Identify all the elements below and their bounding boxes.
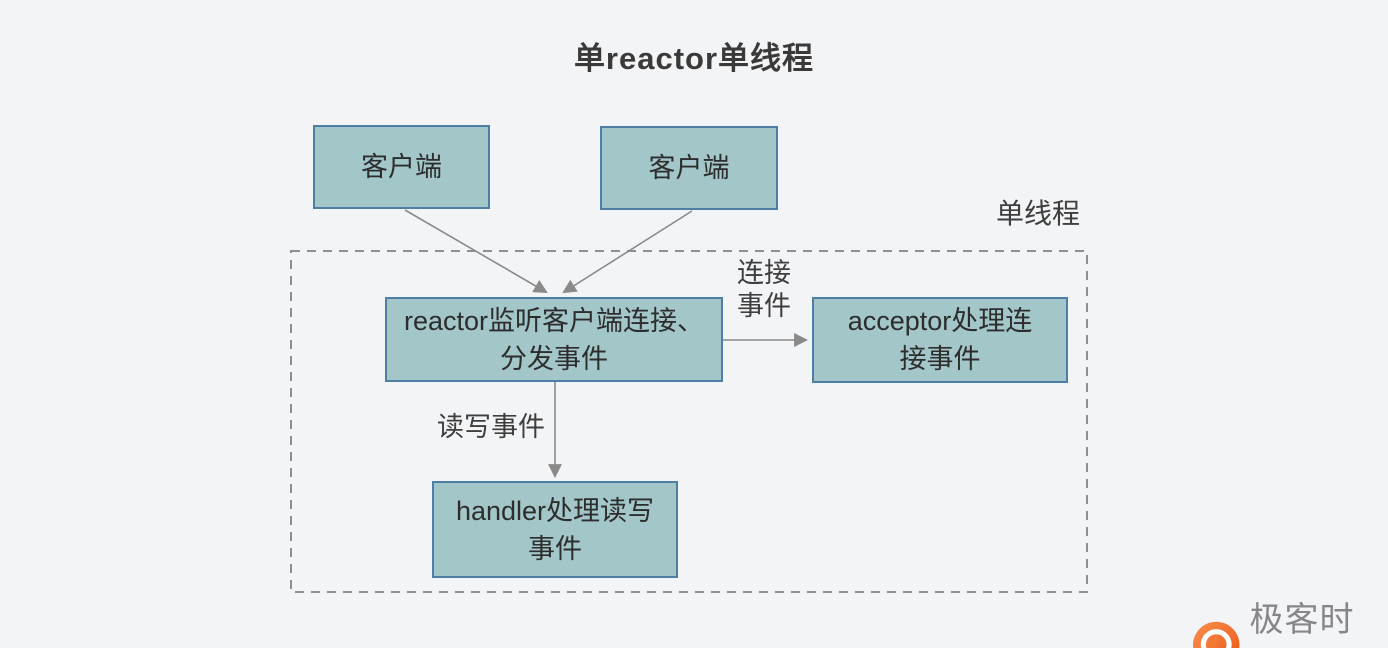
node-client-right: 客户端 [600,126,778,210]
label-single-thread: 单线程 [995,198,1080,229]
arrow-client-left-to-reactor [404,209,548,294]
label-connect-event: 连接 事件 [737,258,791,321]
diagram-title: 单reactor单线程 [573,41,815,76]
brand-name: 极客时间 [1249,601,1355,639]
node-client-left: 客户端 [313,125,490,209]
node-reactor: reactor监听客户端连接、 分发事件 [385,297,723,382]
geektime-logo-icon [1192,621,1240,648]
brand-footer: 极客时间 [1190,594,1388,648]
arrow-client-right-to-reactor [562,210,693,294]
label-readwrite-event: 读写事件 [437,412,545,442]
node-acceptor: acceptor处理连 接事件 [812,297,1068,383]
node-handler: handler处理读写 事件 [432,481,678,578]
